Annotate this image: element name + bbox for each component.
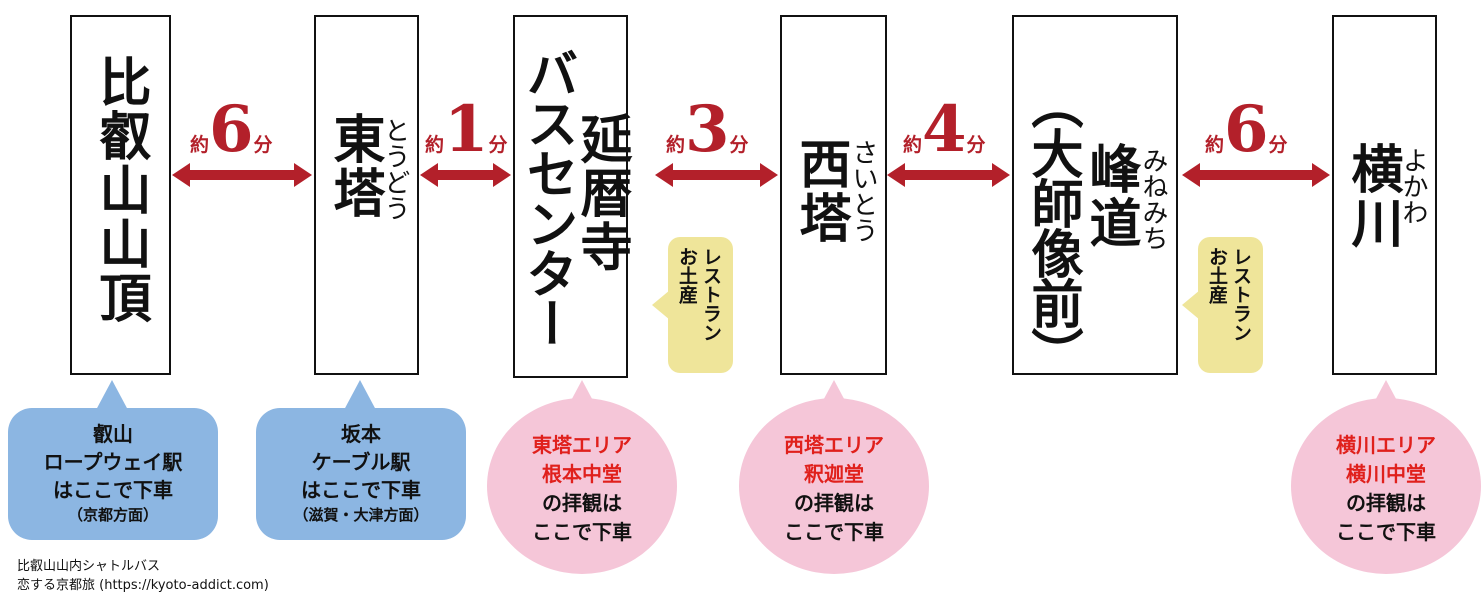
- note-line: 西塔エリア: [784, 433, 884, 457]
- note-line: の拝観は: [1346, 491, 1426, 515]
- station-name: 西塔: [790, 137, 851, 245]
- double-arrow-icon: [1182, 163, 1330, 187]
- note-line: はここで下車: [301, 478, 421, 502]
- note-line: 横川中堂: [1346, 462, 1426, 486]
- note-line: 横川エリア: [1336, 433, 1436, 457]
- station-todo: 東塔 とうどう: [314, 15, 419, 375]
- note-line: ここで下車: [784, 520, 884, 544]
- travel-time: 約3分: [666, 92, 749, 167]
- tag-line: お土産: [1206, 247, 1228, 304]
- tag-line: レストラン: [700, 247, 722, 342]
- travel-time: 約1分: [425, 92, 508, 167]
- note-line: 叡山: [93, 422, 133, 446]
- note-line: の拝観は: [542, 491, 622, 515]
- note-line: はここで下車: [53, 478, 173, 502]
- station-reading: みねみち: [1138, 147, 1168, 251]
- travel-time: 約6分: [190, 92, 273, 167]
- note-line: 坂本: [341, 422, 381, 446]
- note-line: ケーブル駅: [311, 450, 411, 474]
- note-line: （京都方面）: [67, 506, 158, 524]
- station-reading: とうどう: [380, 117, 410, 221]
- double-arrow-icon: [887, 163, 1010, 187]
- note-pointer: [96, 380, 128, 410]
- travel-time: 約4分: [903, 92, 986, 167]
- note-line: ここで下車: [532, 520, 632, 544]
- note-line: 根本中堂: [542, 462, 622, 486]
- station-minemichi: （大師像前） 峰道 みねみち: [1012, 15, 1178, 377]
- travel-time: 約6分: [1205, 92, 1288, 167]
- restaurant-souvenir-tag: レストランお土産: [668, 237, 733, 373]
- station-reading: よかわ: [1398, 147, 1428, 225]
- double-arrow-icon: [655, 163, 778, 187]
- yokawa-area-note: 横川エリア 横川中堂 の拝観は ここで下車: [1291, 398, 1481, 574]
- station-reading: さいとう: [848, 139, 878, 243]
- station-name: 横川: [1342, 142, 1403, 250]
- credit: 比叡山山内シャトルバス 恋する京都旅 (https://kyoto-addict…: [17, 557, 269, 595]
- todo-area-note: 東塔エリア 根本中堂 の拝観は ここで下車: [487, 398, 677, 574]
- tag-pointer: [652, 290, 670, 320]
- note-line: ロープウェイ駅: [43, 450, 183, 474]
- station-name: 東塔: [324, 112, 385, 220]
- tag-pointer: [1182, 290, 1200, 320]
- note-line: 釈迦堂: [804, 462, 864, 486]
- restaurant-souvenir-tag: レストランお土産: [1198, 237, 1263, 373]
- station-name: 比叡山山頂: [90, 55, 151, 325]
- tag-line: レストラン: [1230, 247, 1252, 342]
- station-sub: （大師像前）: [1022, 77, 1083, 377]
- double-arrow-icon: [420, 163, 511, 187]
- station-yokawa: 横川 よかわ: [1332, 15, 1437, 375]
- station-enryakuji-bus-center: 延暦寺 バスセンター: [513, 15, 632, 378]
- cable-note: 坂本 ケーブル駅 はここで下車 （滋賀・大津方面）: [256, 408, 466, 540]
- ropeway-note: 叡山 ロープウェイ駅 はここで下車 （京都方面）: [8, 408, 218, 540]
- station-saito: 西塔 さいとう: [780, 15, 887, 375]
- double-arrow-icon: [172, 163, 312, 187]
- saito-area-note: 西塔エリア 釈迦堂 の拝観は ここで下車: [739, 398, 929, 574]
- station-name-line1: 延暦寺: [571, 112, 632, 274]
- note-line: 東塔エリア: [532, 433, 632, 457]
- credit-title: 比叡山山内シャトルバス: [17, 559, 161, 574]
- station-name-line2: バスセンター: [517, 47, 578, 347]
- tag-line: お土産: [676, 247, 698, 304]
- station-hieizan-sancho: 比叡山山頂: [70, 15, 171, 375]
- note-line: の拝観は: [794, 491, 874, 515]
- note-line: ここで下車: [1336, 520, 1436, 544]
- note-pointer: [344, 380, 376, 410]
- station-name: 峰道: [1080, 142, 1141, 250]
- credit-source: 恋する京都旅 (https://kyoto-addict.com): [17, 578, 269, 593]
- note-line: （滋賀・大津方面）: [293, 506, 429, 524]
